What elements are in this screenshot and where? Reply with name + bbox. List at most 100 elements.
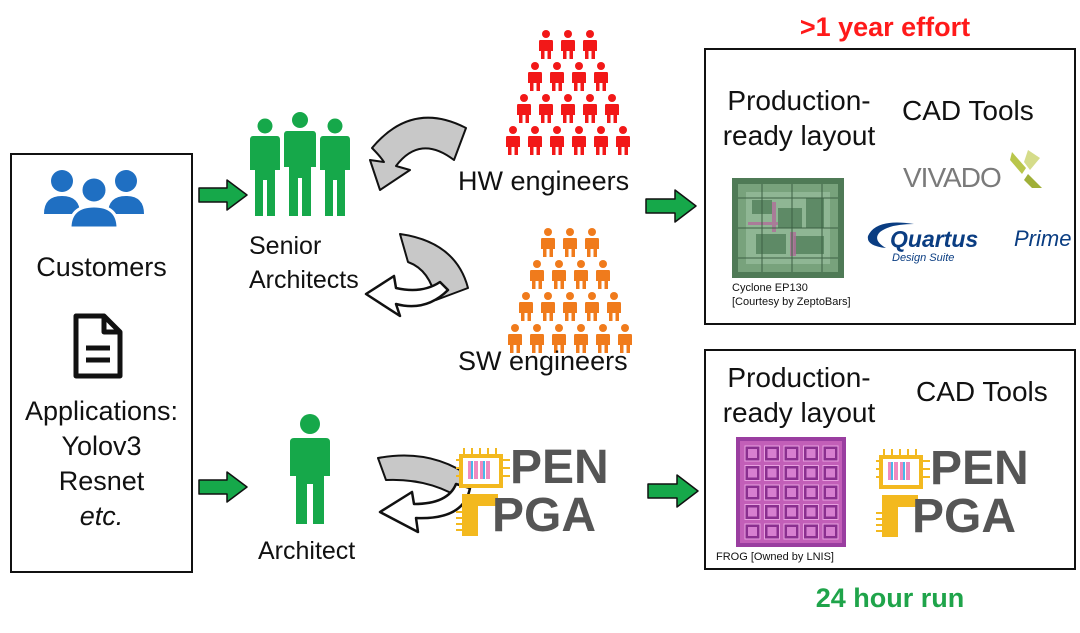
vivado-logo-text: VIVADO	[903, 162, 1002, 193]
hw-engineers-icon	[506, 30, 630, 155]
frog-tile-core	[787, 527, 796, 536]
architect-label: Architect	[258, 537, 356, 565]
engineer-figure-icon	[539, 30, 553, 59]
arrow-to-top-box-icon	[645, 189, 697, 223]
engineer-figure-icon	[572, 62, 586, 91]
vivado-logo-icon	[1010, 150, 1042, 188]
top-layout-label-1: Production-	[727, 85, 871, 116]
frog-tile-core	[787, 507, 796, 517]
frog-tile-core	[748, 449, 757, 458]
frog-tile-core	[767, 449, 777, 458]
engineer-figure-icon	[506, 126, 520, 155]
arrow-to-architect-icon	[198, 471, 248, 503]
engineer-figure-icon	[594, 126, 608, 155]
frog-tile-core	[748, 527, 757, 536]
frog-tile-core	[748, 488, 757, 497]
frog-tile-core	[826, 449, 835, 458]
frog-tile-core	[767, 488, 777, 497]
frog-tile-core	[748, 507, 757, 517]
app-yolov3: Yolov3	[61, 431, 142, 461]
arrow-to-senior-icon	[198, 179, 248, 211]
engineer-figure-icon	[539, 94, 553, 123]
engineer-figure-icon	[605, 94, 619, 123]
frog-tile-core	[806, 488, 816, 497]
openfpga-pga-text: PGA	[492, 489, 597, 542]
frog-tile-core	[787, 488, 796, 497]
engineer-figure-icon	[583, 30, 597, 59]
openfpga-pga-text-right: PGA	[912, 490, 1017, 543]
frog-tile-core	[767, 468, 777, 478]
engineer-figure-icon	[596, 260, 610, 289]
frog-caption: FROG [Owned by LNIS]	[716, 551, 834, 563]
engineer-figure-icon	[519, 292, 533, 321]
prime-logo-text: Prime	[1014, 226, 1072, 251]
customers-label: Customers	[36, 252, 167, 282]
frog-tile-core	[806, 507, 816, 517]
frog-tile-core	[826, 488, 835, 497]
frog-chip-image	[736, 437, 846, 547]
frog-tile-core	[806, 449, 816, 458]
engineer-figure-icon	[550, 126, 564, 155]
feedback-arrow-openfpga-icon	[377, 454, 473, 534]
quartus-swoosh-icon	[867, 222, 914, 248]
sw-engineers-label: SW engineers	[458, 346, 628, 376]
run-header: 24 hour run	[815, 583, 965, 613]
feedback-arrow-sw-icon	[364, 233, 469, 318]
engineer-figure-icon	[517, 94, 531, 123]
bottom-layout-label-1: Production-	[727, 362, 871, 393]
architect-icon	[290, 414, 330, 524]
openfpga-chip-icon	[456, 448, 510, 536]
app-resnet: Resnet	[58, 466, 145, 496]
bottom-cad-label: CAD Tools	[916, 376, 1048, 407]
frog-tile-core	[826, 468, 835, 478]
openfpga-pen-text-right: PEN	[930, 442, 1029, 495]
cyclone-chip-image	[732, 178, 844, 278]
top-layout-label-2: ready layout	[722, 120, 876, 151]
engineer-figure-icon	[607, 292, 621, 321]
frog-tile-core	[826, 527, 835, 536]
engineer-figure-icon	[616, 126, 630, 155]
senior-label-line1: Senior	[249, 232, 322, 260]
engineer-figure-icon	[563, 292, 577, 321]
frog-tile-core	[826, 507, 835, 517]
engineer-figure-icon	[528, 126, 542, 155]
bottom-layout-label-2: ready layout	[722, 397, 876, 428]
engineer-figure-icon	[561, 94, 575, 123]
frog-tile-core	[806, 468, 816, 478]
cyclone-caption-1: Cyclone EP130	[732, 282, 808, 294]
frog-tile-core	[767, 527, 777, 536]
engineer-figure-icon	[541, 228, 555, 257]
engineer-figure-icon	[574, 260, 588, 289]
openfpga-chip-icon-right	[876, 449, 930, 537]
frog-tile-core	[787, 449, 796, 458]
engineer-figure-icon	[572, 126, 586, 155]
frog-tile-core	[767, 507, 777, 517]
top-cad-label: CAD Tools	[902, 95, 1034, 126]
applications-label: Applications:	[24, 396, 179, 426]
senior-label-line2: Architects	[249, 266, 359, 294]
effort-header: >1 year effort	[799, 12, 971, 42]
engineer-figure-icon	[563, 228, 577, 257]
engineer-figure-icon	[583, 94, 597, 123]
engineer-figure-icon	[552, 260, 566, 289]
cyclone-caption-2: [Courtesy by ZeptoBars]	[732, 296, 851, 308]
frog-tile-core	[787, 468, 796, 478]
document-icon	[73, 313, 123, 379]
feedback-arrow-hw-icon	[369, 116, 467, 191]
hw-engineers-label: HW engineers	[458, 166, 630, 196]
engineer-figure-icon	[550, 62, 564, 91]
engineer-figure-icon	[585, 292, 599, 321]
engineer-figure-icon	[561, 30, 575, 59]
quartus-subtitle: Design Suite	[892, 252, 955, 264]
frog-tile-core	[748, 468, 757, 478]
engineer-figure-icon	[530, 260, 544, 289]
engineer-figure-icon	[541, 292, 555, 321]
quartus-logo-text: Quartus	[890, 226, 979, 252]
openfpga-logo-right: PEN PGA	[876, 443, 1066, 543]
openfpga-logo-middle: PEN PGA	[456, 442, 646, 542]
engineer-figure-icon	[585, 228, 599, 257]
senior-architects-icon	[250, 112, 350, 216]
openfpga-pen-text: PEN	[510, 441, 609, 494]
engineer-figure-icon	[594, 62, 608, 91]
etc-label: etc.	[79, 501, 124, 531]
